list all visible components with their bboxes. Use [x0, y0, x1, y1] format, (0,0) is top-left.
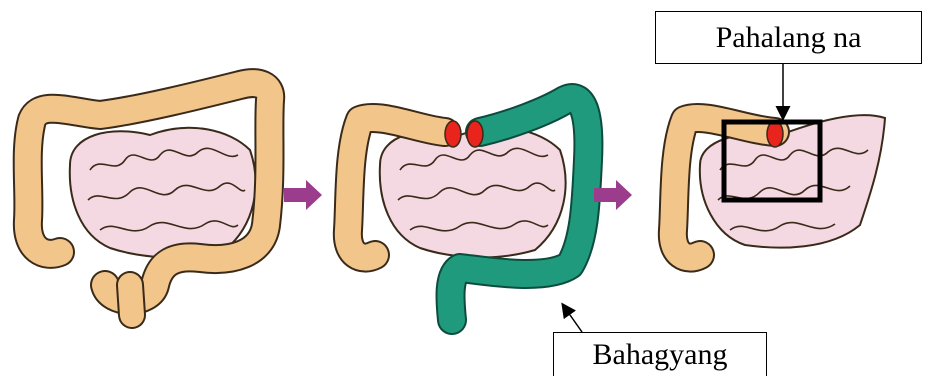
- progress-arrow-1: [284, 180, 322, 210]
- panel-intact-colon: [28, 83, 270, 315]
- small-intestine: [70, 128, 256, 258]
- label-transverse-text: Pahalang na: [716, 21, 862, 55]
- cut-end-right: [467, 121, 483, 147]
- label-transverse: Pahalang na: [655, 11, 922, 64]
- anastomosis-site: [767, 121, 783, 147]
- cut-end-left: [445, 121, 461, 147]
- panel-after-anastomosis: [673, 115, 885, 257]
- pointer-arrow-bottom: [563, 305, 582, 332]
- label-partial: Bahagyang: [553, 332, 767, 376]
- label-partial-text: Bahagyang: [593, 338, 728, 372]
- panel-resection-marked: [348, 98, 589, 320]
